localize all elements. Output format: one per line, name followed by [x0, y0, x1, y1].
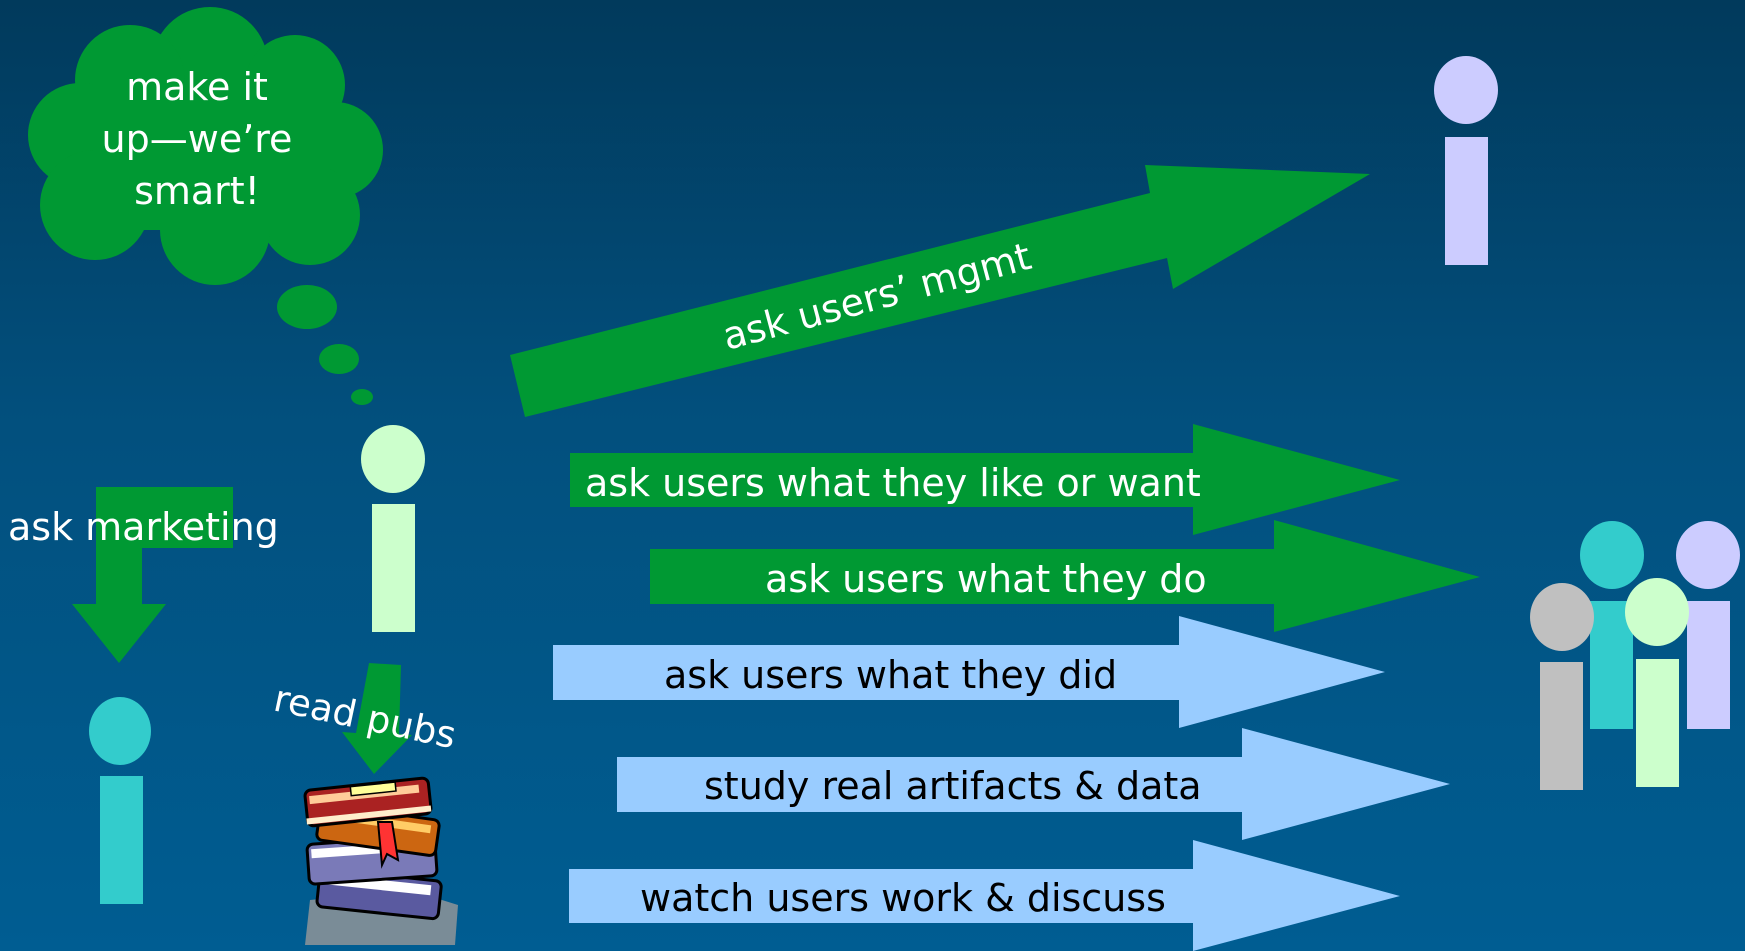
method-arrow-like-or-want: ask users what they like or want: [570, 424, 1400, 535]
method-arrow-label: ask users what they did: [664, 653, 1117, 697]
thought-line-3: smart!: [134, 169, 260, 213]
marketing-person-icon: [89, 697, 151, 904]
researcher-person-icon: [361, 425, 425, 632]
read-pubs-arrow: read pubs: [270, 663, 460, 774]
method-arrow-what-they-do: ask users what they do: [650, 520, 1480, 632]
ask-marketing-label: ask marketing: [8, 505, 279, 549]
method-arrow-real-artifacts: study real artifacts & data: [617, 728, 1450, 840]
thought-line-1: make it: [126, 65, 268, 109]
user-person-icon: [1676, 521, 1740, 729]
user-person-icon: [1530, 583, 1594, 790]
management-person-icon: [1434, 56, 1498, 265]
method-arrow-label: ask users what they like or want: [585, 461, 1201, 505]
ask-mgmt-arrow: ask users’ mgmt: [510, 165, 1370, 417]
thought-bubble: make it up—we’re smart!: [28, 7, 383, 405]
thought-dot-large: [277, 285, 337, 329]
thought-dot-small: [351, 389, 373, 405]
stack-of-books-icon: [303, 776, 458, 945]
ask-marketing-arrow: ask marketing: [8, 487, 279, 663]
method-arrow-label: study real artifacts & data: [704, 764, 1202, 808]
thought-dot-medium: [319, 344, 359, 374]
method-arrow-label: ask users what they do: [765, 557, 1207, 601]
user-person-icon: [1580, 521, 1644, 729]
method-arrow-what-they-did: ask users what they did: [553, 616, 1385, 728]
users-group-icon: [1530, 521, 1740, 790]
method-arrow-watch-users: watch users work & discuss: [569, 840, 1400, 951]
user-person-icon: [1625, 578, 1689, 787]
method-arrow-label: watch users work & discuss: [640, 876, 1166, 920]
thought-line-2: up—we’re: [102, 117, 293, 161]
